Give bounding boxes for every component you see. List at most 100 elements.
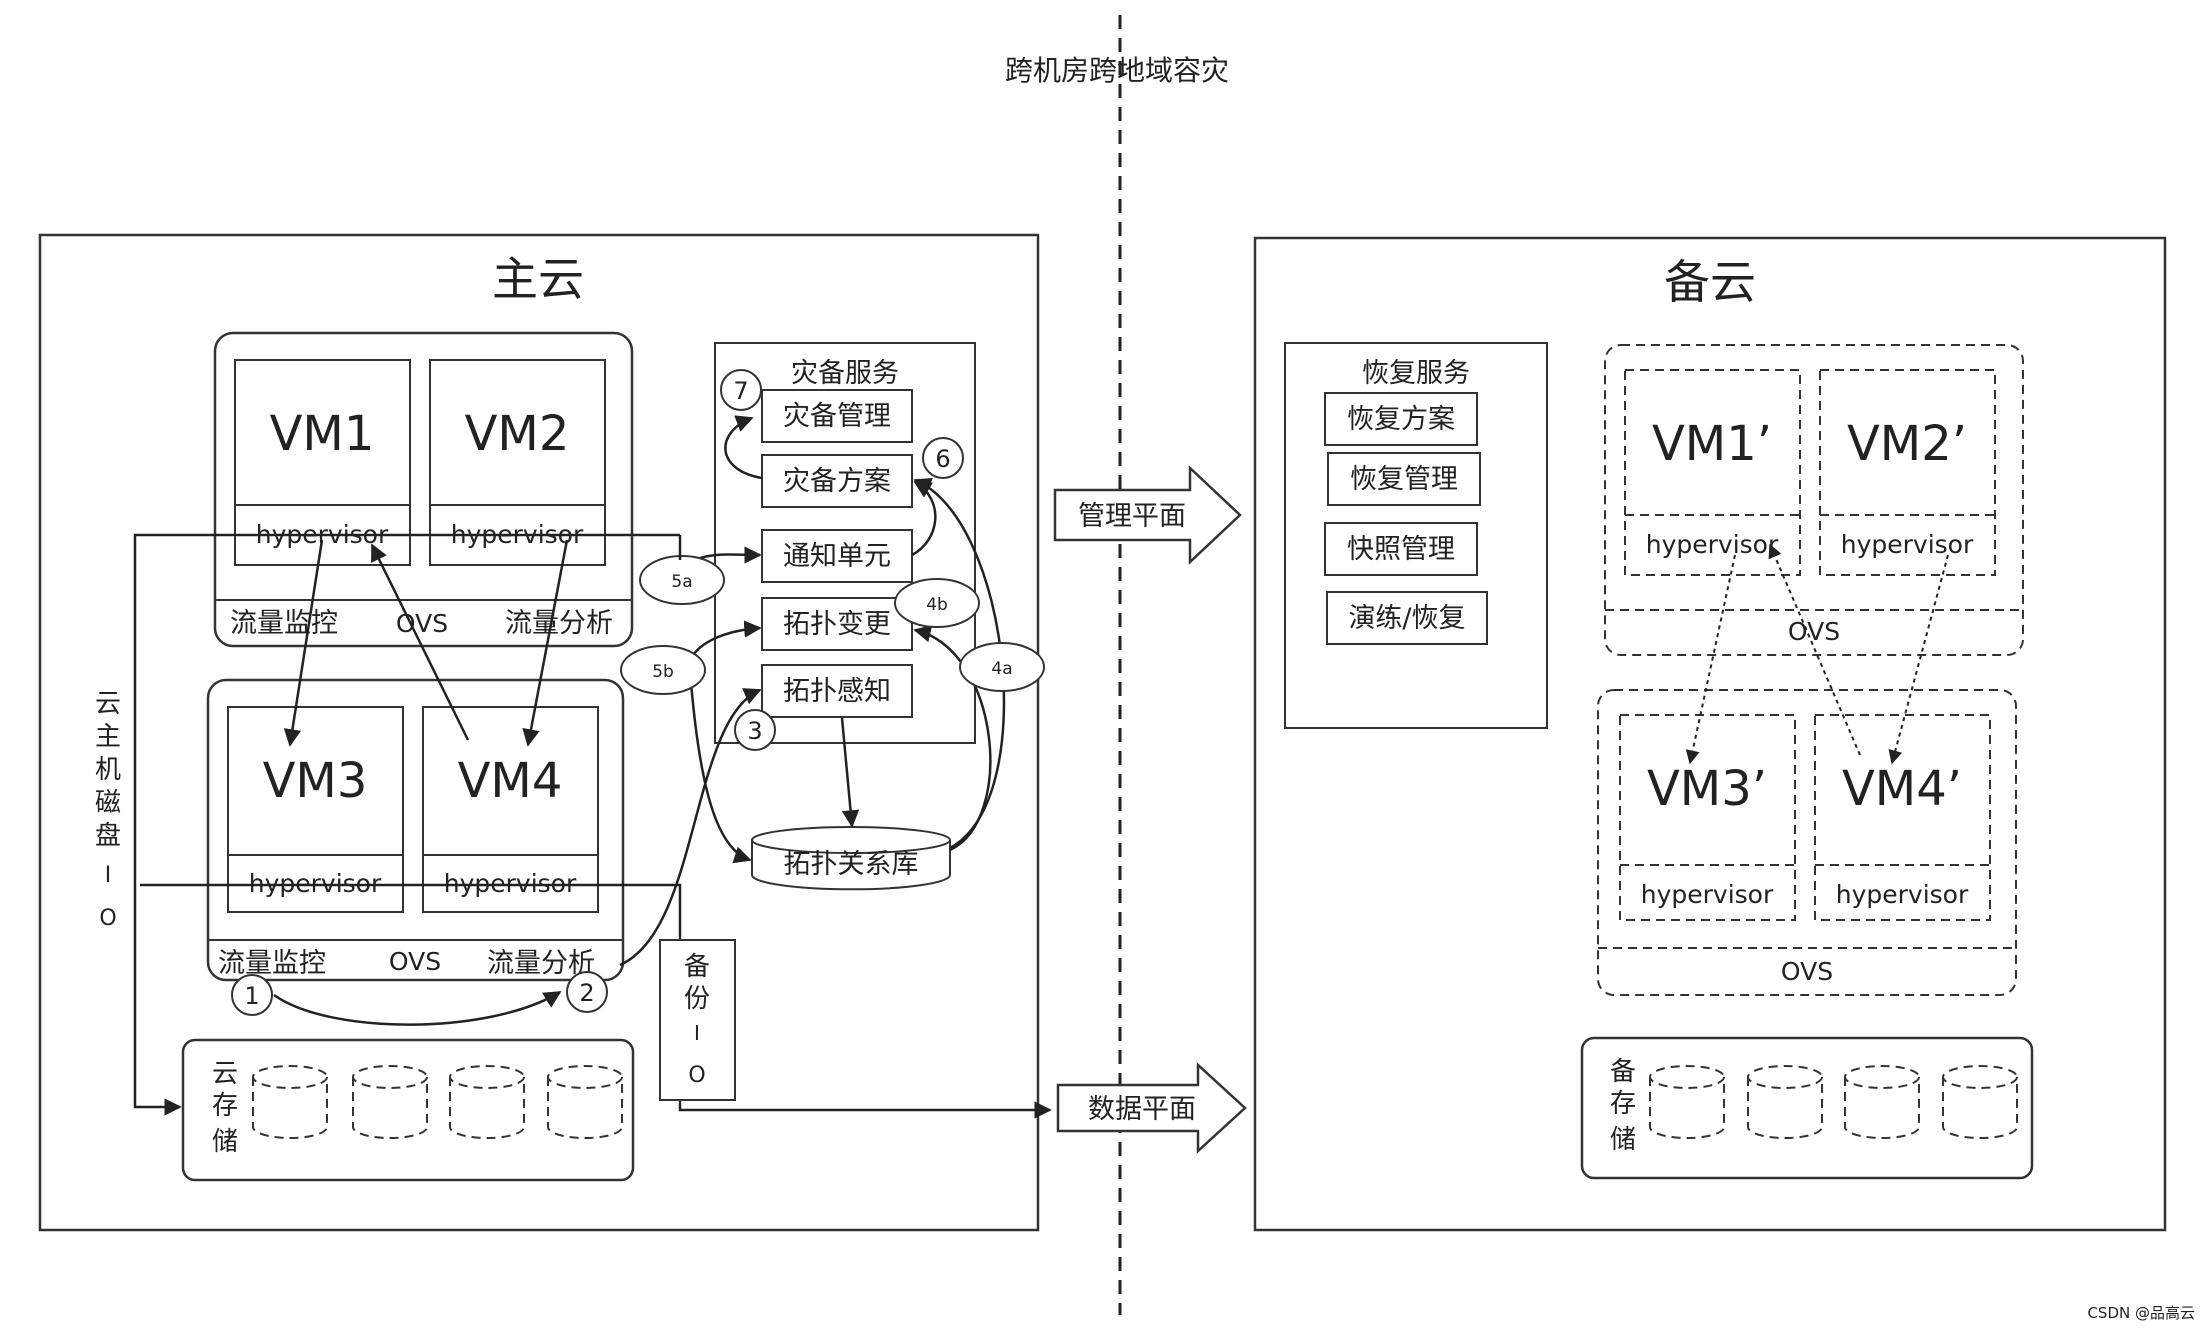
dr-item-topo-aware xyxy=(761,664,913,718)
svg-text:存: 存 xyxy=(212,1091,238,1121)
vm2-box xyxy=(429,359,606,566)
step-7-label: 7 xyxy=(733,377,748,405)
standby-host2-ovs: OVS xyxy=(1781,957,1833,986)
arrow-vm4-to-vm1 xyxy=(370,543,470,741)
svg-text:O: O xyxy=(688,1063,705,1088)
host2-traffic-monitor: 流量监控 xyxy=(218,948,326,979)
cloud-storage-label: 云 存 储 xyxy=(212,1059,238,1157)
step-4a-marker xyxy=(959,642,1045,692)
step-4b-marker xyxy=(894,578,980,628)
svg-text:份: 份 xyxy=(684,984,710,1014)
step-5b-marker xyxy=(620,645,706,695)
dr-item-notify-label: 通知单元 xyxy=(783,541,891,572)
management-plane-label: 管理平面 xyxy=(1078,501,1186,532)
svg-text:I: I xyxy=(694,1021,700,1045)
step-5a-label: 5a xyxy=(671,572,692,592)
standby-storage-disks xyxy=(1649,1065,2018,1139)
standby-storage-label: 备 存 储 xyxy=(1610,1057,1636,1155)
management-plane-arrow xyxy=(1053,465,1242,565)
step-4a-label: 4a xyxy=(991,659,1012,679)
step-6-marker xyxy=(922,437,964,479)
step-3-marker xyxy=(734,709,776,751)
vm3-box xyxy=(227,706,404,913)
step-7-marker xyxy=(720,369,762,411)
backup-io-label: 备 份 I O xyxy=(684,952,710,1088)
recovery-item-management-label: 恢复管理 xyxy=(1350,464,1458,495)
dr-item-management-label: 灾备管理 xyxy=(783,401,891,432)
curve-analysis-to-aware xyxy=(619,688,762,967)
curve-plan-to-management xyxy=(724,415,763,480)
svg-text:磁: 磁 xyxy=(95,788,121,818)
diagram-title: 跨机房跨地域容灾 xyxy=(1005,54,1229,87)
primary-cloud-title: 主云 xyxy=(492,252,584,306)
svg-text:云: 云 xyxy=(95,689,121,719)
svg-text:储: 储 xyxy=(1610,1125,1636,1155)
svg-text:存: 存 xyxy=(1610,1089,1636,1119)
recovery-item-drill xyxy=(1326,591,1488,645)
vm2-label: VM2 xyxy=(465,406,570,462)
step-5a-marker xyxy=(639,555,725,605)
svg-text:储: 储 xyxy=(212,1127,238,1157)
topology-db-label: 拓扑关系库 xyxy=(784,849,919,880)
vm2-prime-box xyxy=(1819,369,1996,576)
backup-io-box xyxy=(659,939,736,1101)
svg-text:主: 主 xyxy=(95,722,121,752)
standby-storage-box xyxy=(1580,1036,2034,1180)
vm4-prime-box xyxy=(1814,714,1991,921)
dr-service-title: 灾备服务 xyxy=(791,358,899,389)
arrow-vm2-to-vm4 xyxy=(522,539,569,747)
svg-text:O: O xyxy=(99,906,116,931)
dr-item-topo-change-label: 拓扑变更 xyxy=(783,609,891,640)
curve-to-db xyxy=(688,669,752,864)
host2-ovs: OVS xyxy=(389,947,441,976)
vm1-box xyxy=(234,359,411,566)
step-5b-label: 5b xyxy=(652,662,674,682)
svg-text:云: 云 xyxy=(212,1059,238,1089)
recovery-item-drill-label: 演练/恢复 xyxy=(1348,603,1465,634)
standby-cloud-title: 备云 xyxy=(1664,255,1756,309)
vm3-prime-label: VM3’ xyxy=(1647,761,1767,817)
step-1-marker xyxy=(231,974,273,1016)
arrow-aware-to-db xyxy=(840,717,860,828)
vm4-box xyxy=(422,706,599,913)
host1-traffic-monitor: 流量监控 xyxy=(230,608,338,639)
vm3-prime-hypervisor: hypervisor xyxy=(1641,880,1774,909)
vm1-label: VM1 xyxy=(270,406,375,462)
svg-text:盘: 盘 xyxy=(95,821,121,851)
dr-item-topo-change xyxy=(761,597,913,651)
arrow-vm1p-to-vm3p xyxy=(1685,554,1736,765)
step-4b-label: 4b xyxy=(926,595,948,615)
step-2-label: 2 xyxy=(579,979,594,1007)
vm2-prime-label: VM2’ xyxy=(1847,416,1967,472)
standby-host1-ovs: OVS xyxy=(1788,617,1840,646)
vm4-hypervisor: hypervisor xyxy=(444,869,577,898)
recovery-item-snapshot xyxy=(1324,522,1478,576)
standby-host-1 xyxy=(1604,344,2024,656)
arrow-vm1-to-vm3 xyxy=(283,539,324,747)
recovery-item-snapshot-label: 快照管理 xyxy=(1347,534,1455,565)
vm3-hypervisor: hypervisor xyxy=(249,869,382,898)
dr-item-plan-label: 灾备方案 xyxy=(783,466,891,497)
dr-item-plan xyxy=(761,454,913,508)
dr-item-notify xyxy=(761,529,913,583)
curve-step1-to-step2 xyxy=(273,990,562,1026)
vm4-prime-label: VM4’ xyxy=(1842,761,1962,817)
dr-item-management xyxy=(761,389,913,443)
step-2-marker xyxy=(566,971,608,1013)
data-plane-label: 数据平面 xyxy=(1088,1094,1196,1125)
step-1-label: 1 xyxy=(244,982,259,1010)
data-plane-arrow xyxy=(1056,1062,1247,1154)
watermark: CSDN @品高云 xyxy=(2087,1304,2195,1322)
vm4-prime-hypervisor: hypervisor xyxy=(1836,880,1969,909)
vm2-prime-hypervisor: hypervisor xyxy=(1841,530,1974,559)
host1-ovs: OVS xyxy=(396,609,448,638)
disk-io-label: 云 主 机 磁 盘 I O xyxy=(95,689,121,931)
vm1-prime-hypervisor: hypervisor xyxy=(1646,530,1779,559)
recovery-item-management xyxy=(1327,452,1481,506)
arrow-vm2p-to-vm4p xyxy=(1888,554,1949,765)
recovery-service-title: 恢复服务 xyxy=(1362,358,1470,389)
svg-text:机: 机 xyxy=(95,755,121,785)
vm3-label: VM3 xyxy=(263,753,368,809)
step-6-label: 6 xyxy=(935,445,950,473)
